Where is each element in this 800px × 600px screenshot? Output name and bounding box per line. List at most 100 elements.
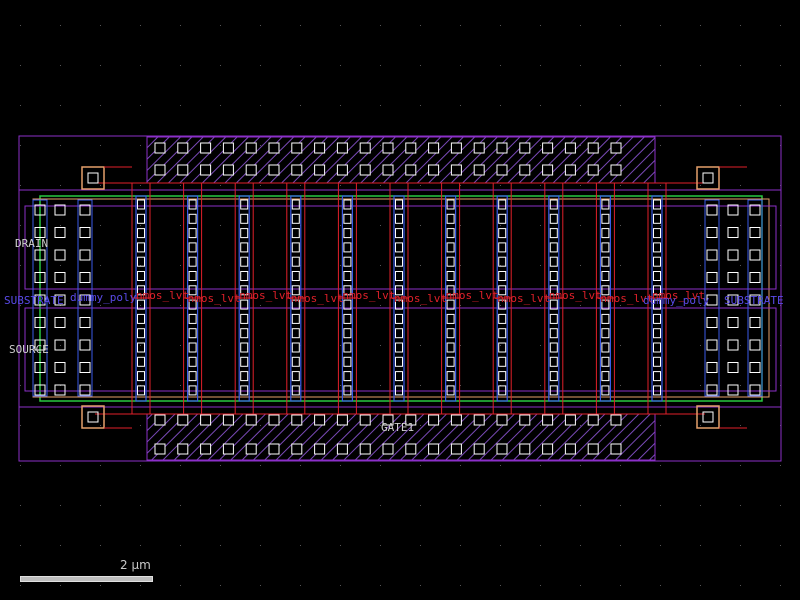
tap-contact: [87, 411, 99, 423]
finger-contact: [498, 328, 507, 339]
edge-contact: [706, 339, 718, 351]
finger-contact: [240, 385, 249, 396]
strip-contact: [428, 164, 440, 176]
finger-contact: [653, 242, 661, 253]
strip-contact: [542, 443, 554, 455]
strip-contact: [291, 443, 303, 455]
finger-contact: [601, 271, 610, 281]
finger-labels: nmos_lvtnmos_lvtnmos_lvtnmos_lvtnmos_lvt…: [136, 289, 705, 305]
finger-contact: [549, 256, 558, 267]
strip-contact: [222, 443, 234, 455]
finger-contact: [601, 328, 610, 339]
strip-contact: [268, 414, 280, 426]
finger-contact: [601, 285, 610, 296]
finger-contact: [549, 271, 558, 281]
corner-taps: [81, 166, 747, 429]
finger-contact: [549, 385, 558, 396]
finger-contact: [395, 299, 403, 310]
finger-contact: [137, 199, 145, 210]
tap-contact: [702, 411, 714, 423]
finger-contact: [188, 385, 197, 396]
strip-contact: [587, 164, 599, 176]
transistor-fingers: [131, 182, 667, 415]
strip-contact: [200, 414, 212, 426]
finger-contact: [498, 342, 507, 353]
finger-contact: [446, 213, 455, 224]
finger-contact: [137, 271, 145, 281]
edge-contact: [706, 272, 718, 283]
finger-contact: [240, 213, 249, 224]
finger-label: nmos_lvt: [497, 292, 550, 305]
strip-contact: [450, 443, 462, 455]
finger-contact: [601, 213, 610, 224]
finger-contact: [653, 213, 661, 224]
strip-contact: [519, 142, 531, 154]
strip-contact: [154, 142, 166, 154]
finger-contact: [188, 313, 197, 324]
substrate-left-label: SUBSTRATE: [4, 294, 64, 307]
edge-metal: [747, 199, 763, 397]
finger-contact: [291, 285, 300, 296]
edge-contact: [79, 227, 91, 238]
finger-contact: [498, 228, 507, 239]
strip-contact: [336, 414, 348, 426]
finger-contact: [240, 356, 249, 367]
finger-contact: [395, 271, 403, 281]
finger-contact: [601, 342, 610, 353]
finger-contact: [498, 371, 507, 382]
finger-contact: [498, 285, 507, 296]
strip-contact: [382, 443, 394, 455]
finger-contact: [343, 256, 352, 267]
finger-contact: [137, 299, 145, 310]
strip-contact: [222, 164, 234, 176]
finger-contact: [240, 285, 249, 296]
finger-contact: [446, 199, 455, 210]
strip-contact: [610, 443, 622, 455]
finger-contact: [137, 356, 145, 367]
tap-contact: [702, 172, 714, 184]
finger-contact: [498, 256, 507, 267]
strip-contact: [314, 443, 326, 455]
strip-contact: [519, 414, 531, 426]
strip-contact: [473, 414, 485, 426]
finger-contact: [653, 285, 661, 296]
edge-contact: [54, 294, 66, 306]
edge-contact: [749, 384, 761, 396]
finger-contact: [343, 313, 352, 324]
strip-contact: [519, 443, 531, 455]
strip-contact: [519, 164, 531, 176]
drain-label: DRAIN: [15, 237, 48, 250]
finger-contact: [343, 299, 352, 310]
edge-contact: [79, 249, 91, 261]
finger-contact: [343, 356, 352, 367]
finger-contact: [498, 242, 507, 253]
finger-contact: [446, 271, 455, 281]
finger-contact: [498, 299, 507, 310]
strip-contact: [314, 164, 326, 176]
edge-contact: [749, 339, 761, 351]
finger-contact: [395, 328, 403, 339]
strip-contact: [450, 142, 462, 154]
edge-contact: [727, 294, 739, 306]
strip-contact: [314, 414, 326, 426]
finger-contact: [395, 313, 403, 324]
finger-contact: [601, 356, 610, 367]
finger-contact: [291, 371, 300, 382]
finger-contact: [291, 313, 300, 324]
strip-contact: [200, 443, 212, 455]
edge-contact: [706, 227, 718, 238]
tap-contact: [87, 172, 99, 184]
strip-contact: [473, 443, 485, 455]
strip-contact: [428, 414, 440, 426]
finger-contact: [240, 299, 249, 310]
strip-contact: [222, 414, 234, 426]
finger-contact: [137, 213, 145, 224]
strip-contact: [405, 443, 417, 455]
strip-contact: [473, 164, 485, 176]
strip-contact: [610, 142, 622, 154]
edge-contact: [54, 272, 66, 283]
edge-contact: [79, 339, 91, 351]
strip-contact: [177, 142, 189, 154]
finger-contact: [343, 385, 352, 396]
edge-contact: [54, 227, 66, 238]
